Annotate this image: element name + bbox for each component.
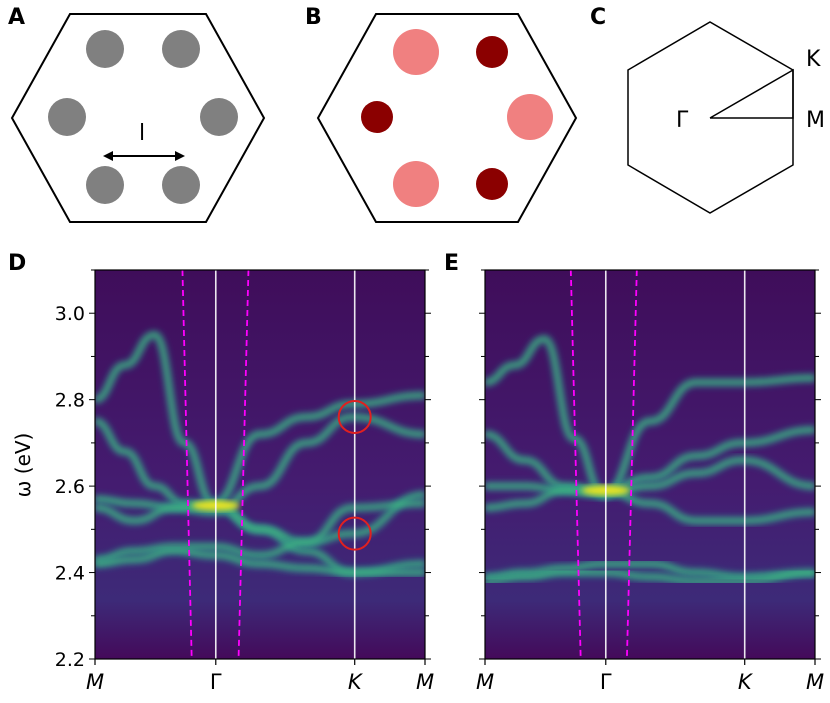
arrow-head-right (175, 151, 185, 161)
panel-label-e: E (444, 251, 459, 276)
irreducible-path (709, 68, 794, 119)
light-line-dashed (626, 270, 638, 659)
overlay-lines-d (181, 270, 372, 659)
light-line-dashed (237, 270, 250, 659)
axes-frame-d (94, 269, 426, 660)
heatmap-background-d (95, 270, 425, 659)
panel-label-d: D (8, 251, 26, 276)
y-tick-label: 2.8 (55, 390, 85, 412)
k-point-label: K (806, 47, 821, 72)
band-line (485, 570, 815, 584)
degeneracy-circle (337, 516, 372, 551)
large-dot (393, 29, 439, 75)
hexagon-outline-a (10, 13, 266, 223)
panel-a-hexagon-lattice: l (10, 13, 266, 223)
hexagon-outline-b (316, 13, 578, 223)
panel-label-a: A (8, 5, 25, 30)
y-tick-label: 2.6 (55, 476, 85, 498)
panel-label-c: C (590, 5, 606, 30)
lattice-dot (86, 30, 124, 68)
light-line-dashed (569, 270, 582, 659)
axes-frame-e (484, 269, 816, 660)
x-tick-label: K (348, 670, 364, 694)
spacing-label: l (139, 121, 145, 146)
lattice-dot (200, 98, 238, 136)
x-tick-label: Γ (210, 670, 222, 694)
lattice-dot (162, 166, 200, 204)
y-axis-label: ω (eV) (11, 433, 35, 498)
y-tick-label: 2.2 (55, 649, 85, 671)
band-line (485, 488, 815, 523)
arrow-head-left (103, 151, 113, 161)
x-tick-label: K (738, 670, 754, 694)
small-dot (361, 101, 393, 133)
light-line-dashed (181, 270, 193, 659)
panel-b-hexagon-lattice (316, 13, 578, 223)
lattice-dot (86, 166, 124, 204)
x-tick-label: M (86, 670, 104, 694)
large-dot (393, 161, 439, 207)
band-line (485, 427, 815, 493)
lattice-dot (48, 98, 86, 136)
brillouin-hexagon (627, 21, 794, 214)
x-tick-label: Γ (600, 670, 612, 694)
panel-label-b: B (305, 5, 322, 30)
overlay-lines-e (569, 270, 746, 659)
band-line (485, 458, 815, 497)
m-point-label: M (806, 108, 825, 133)
y-tick-label: 2.4 (55, 563, 85, 585)
degeneracy-circle (337, 399, 372, 434)
small-dot (476, 36, 508, 68)
gamma-point-label: Γ (676, 108, 689, 133)
lattice-dot (162, 30, 200, 68)
band-line (95, 548, 425, 575)
x-tick-label: M (806, 670, 824, 694)
small-dot (476, 168, 508, 200)
large-dot (507, 94, 553, 140)
panel-c-brillouin-zone: K Γ M (627, 21, 825, 214)
x-tick-label: M (416, 670, 434, 694)
y-tick-label: 3.0 (55, 303, 85, 325)
band-glow-e (485, 333, 815, 587)
band-line (95, 414, 425, 515)
x-tick-label: M (476, 670, 494, 694)
